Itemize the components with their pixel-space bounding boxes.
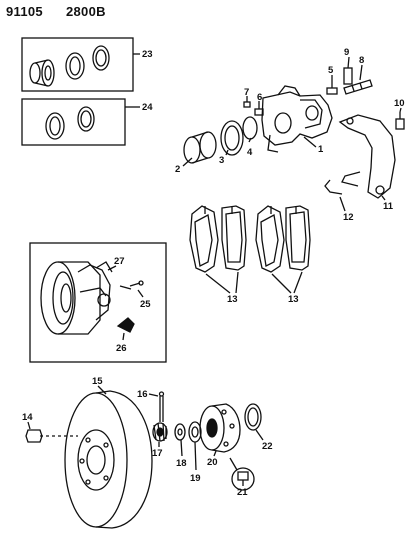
inset-rotor-assembly [40, 261, 113, 335]
leader-25 [137, 289, 144, 298]
callout-13-left: 13 [227, 294, 238, 305]
brake-pad-left-outer [189, 205, 219, 273]
callout-27: 27 [114, 256, 125, 267]
leader-9 [347, 56, 350, 69]
leader-8 [359, 64, 363, 81]
callout-12: 12 [343, 212, 354, 223]
callout-15: 15 [92, 376, 103, 387]
hub-assembly [199, 403, 241, 453]
leader-26 [122, 332, 125, 341]
callout-19: 19 [190, 473, 201, 484]
seal-ring-part [45, 112, 65, 140]
piston-seal-part [65, 52, 85, 80]
leader-13b [271, 273, 292, 294]
leader-14 [27, 421, 31, 430]
leader-3 [225, 149, 229, 156]
callout-2: 2 [175, 164, 180, 175]
callout-22: 22 [262, 441, 273, 452]
leader-22 [255, 429, 264, 441]
adapter-bolt [395, 112, 405, 130]
kit-box-24 [21, 98, 126, 146]
callout-20: 20 [207, 457, 218, 468]
callout-14: 14 [22, 412, 33, 423]
brake-pad-right-inner [285, 205, 311, 271]
inset-clip-part [116, 317, 135, 333]
nut-lock [152, 422, 168, 442]
callout-21: 21 [237, 487, 248, 498]
inset-box [29, 242, 167, 363]
dust-boot [242, 116, 258, 140]
leader-13b2 [293, 271, 303, 294]
callout-23: 23 [142, 49, 153, 60]
leader-18 [180, 439, 183, 457]
grease-seal [244, 403, 262, 431]
leader-4 [248, 137, 252, 143]
bleeder-cap [243, 101, 251, 108]
wheel-lug-nut [25, 429, 78, 443]
callout-6: 6 [257, 92, 262, 103]
callout-1: 1 [318, 144, 324, 155]
diagram-code-2: 2800B [66, 4, 106, 19]
caliper-piston [183, 131, 217, 164]
leader-1 [303, 136, 317, 148]
leader-20 [213, 450, 217, 457]
leader-2 [182, 157, 193, 167]
piston-boot-part [29, 59, 55, 87]
hub-bearing-race [188, 421, 202, 443]
callout-17: 17 [152, 448, 163, 459]
piston-seal [220, 120, 244, 156]
guide-pin-bushing [343, 67, 353, 85]
brake-rotor [64, 390, 153, 529]
brake-pad-right-outer [255, 205, 285, 273]
leader-12 [339, 196, 346, 212]
leader-10 [399, 107, 402, 113]
leader-13a [205, 273, 231, 294]
hub-bolt [231, 467, 255, 491]
leader-13a2 [235, 271, 239, 294]
bleeder-screw [326, 80, 338, 95]
callout-13-right: 13 [288, 294, 299, 305]
leader-15 [97, 385, 107, 395]
caliper-housing [261, 85, 333, 153]
callout-16: 16 [137, 389, 148, 400]
callout-4: 4 [247, 147, 253, 158]
hub-washer [174, 423, 186, 441]
leader-19 [194, 441, 197, 471]
leader-27 [107, 265, 117, 271]
callout-11: 11 [383, 201, 394, 212]
callout-25: 25 [140, 299, 151, 310]
callout-18: 18 [176, 458, 187, 469]
callout-9: 9 [344, 47, 349, 58]
callout-5: 5 [328, 65, 334, 76]
dust-boot-ring-part [92, 45, 110, 71]
caliper-adapter [338, 114, 396, 199]
cotter-pin [158, 391, 165, 422]
leader-11 [381, 195, 386, 201]
leader-16 [148, 393, 159, 397]
callout-3: 3 [219, 155, 224, 166]
boot-ring-part [77, 106, 95, 132]
diagram-code-1: 91105 [6, 4, 43, 19]
kit-box-23 [21, 37, 134, 92]
inset-sensor-pin [119, 280, 144, 290]
callout-8: 8 [359, 55, 364, 66]
callout-26: 26 [116, 343, 127, 354]
callout-10: 10 [394, 98, 405, 109]
callout-7: 7 [244, 87, 249, 98]
anti-rattle-clip [324, 179, 343, 195]
guide-pin [343, 79, 373, 95]
brake-pad-left-inner [221, 205, 247, 271]
callout-24: 24 [142, 102, 153, 113]
leader-21 [229, 457, 238, 471]
